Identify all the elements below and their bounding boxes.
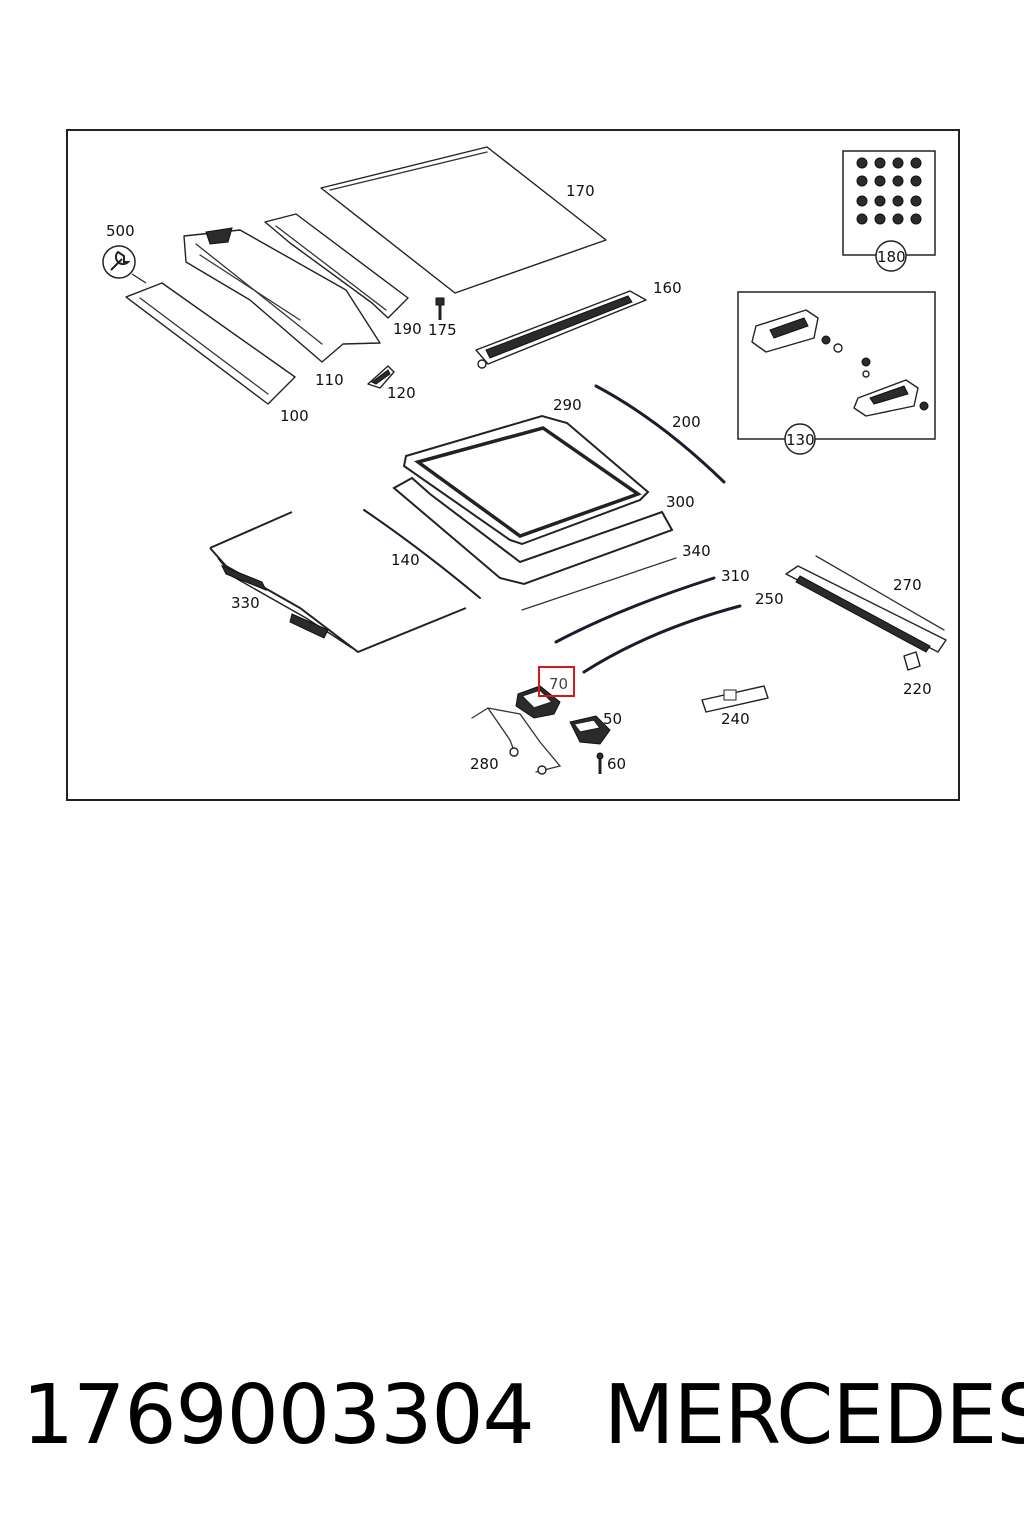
label-175: 175: [428, 321, 457, 339]
part-130-slide-box[interactable]: [737, 291, 936, 455]
part-220-end-cap[interactable]: [903, 651, 921, 671]
part-175-screw[interactable]: [435, 297, 445, 320]
label-270: 270: [893, 576, 922, 594]
label-330: 330: [231, 594, 260, 612]
part-60-screw[interactable]: [596, 752, 604, 774]
part-180-parts-box[interactable]: [842, 150, 936, 272]
part-240-guide[interactable]: [701, 685, 769, 713]
label-110: 110: [315, 371, 344, 389]
highlight-box: [538, 666, 575, 697]
part-170-roof-panel[interactable]: [320, 146, 607, 294]
part-280-cable[interactable]: [471, 707, 562, 775]
label-170: 170: [566, 182, 595, 200]
part-50-bracket[interactable]: [569, 715, 611, 745]
label-50: 50: [603, 710, 622, 728]
label-160: 160: [653, 279, 682, 297]
label-500: 500: [106, 222, 135, 240]
label-220: 220: [903, 680, 932, 698]
part-270-side-rail[interactable]: [785, 555, 947, 653]
label-100: 100: [280, 407, 309, 425]
part-160-cross-member[interactable]: [475, 290, 647, 369]
part-300-frame[interactable]: [392, 476, 674, 586]
label-250: 250: [755, 590, 784, 608]
part-number: 1769003304: [22, 1368, 535, 1463]
label-200: 200: [672, 413, 701, 431]
part-330-rear-frame[interactable]: [209, 511, 467, 654]
part-340-seal[interactable]: [521, 557, 677, 611]
label-140: 140: [391, 551, 420, 569]
grommet-set: [856, 157, 922, 225]
part-120-clip[interactable]: [367, 365, 395, 389]
label-190: 190: [393, 320, 422, 338]
part-100-panel[interactable]: [125, 282, 296, 405]
label-180: 180: [877, 248, 906, 266]
brand-name: MERCEDES: [603, 1368, 1024, 1463]
part-290-seal-frame[interactable]: [402, 414, 650, 546]
part-190-rail[interactable]: [264, 213, 409, 319]
footer-caption: 1769003304 MERCEDES: [22, 1368, 1024, 1478]
label-120: 120: [387, 384, 416, 402]
label-240: 240: [721, 710, 750, 728]
wrench-icon: [102, 245, 147, 284]
label-70: 70: [549, 675, 568, 693]
label-280: 280: [470, 755, 499, 773]
label-290: 290: [553, 396, 582, 414]
part-140-seal[interactable]: [363, 509, 481, 599]
part-200-seal[interactable]: [594, 384, 726, 484]
label-300: 300: [666, 493, 695, 511]
part-110-frame[interactable]: [183, 227, 381, 363]
part-310-seal[interactable]: [554, 576, 716, 644]
label-130: 130: [786, 431, 815, 449]
label-310: 310: [721, 567, 750, 585]
part-250-seal[interactable]: [582, 604, 742, 674]
label-340: 340: [682, 542, 711, 560]
label-60: 60: [607, 755, 626, 773]
